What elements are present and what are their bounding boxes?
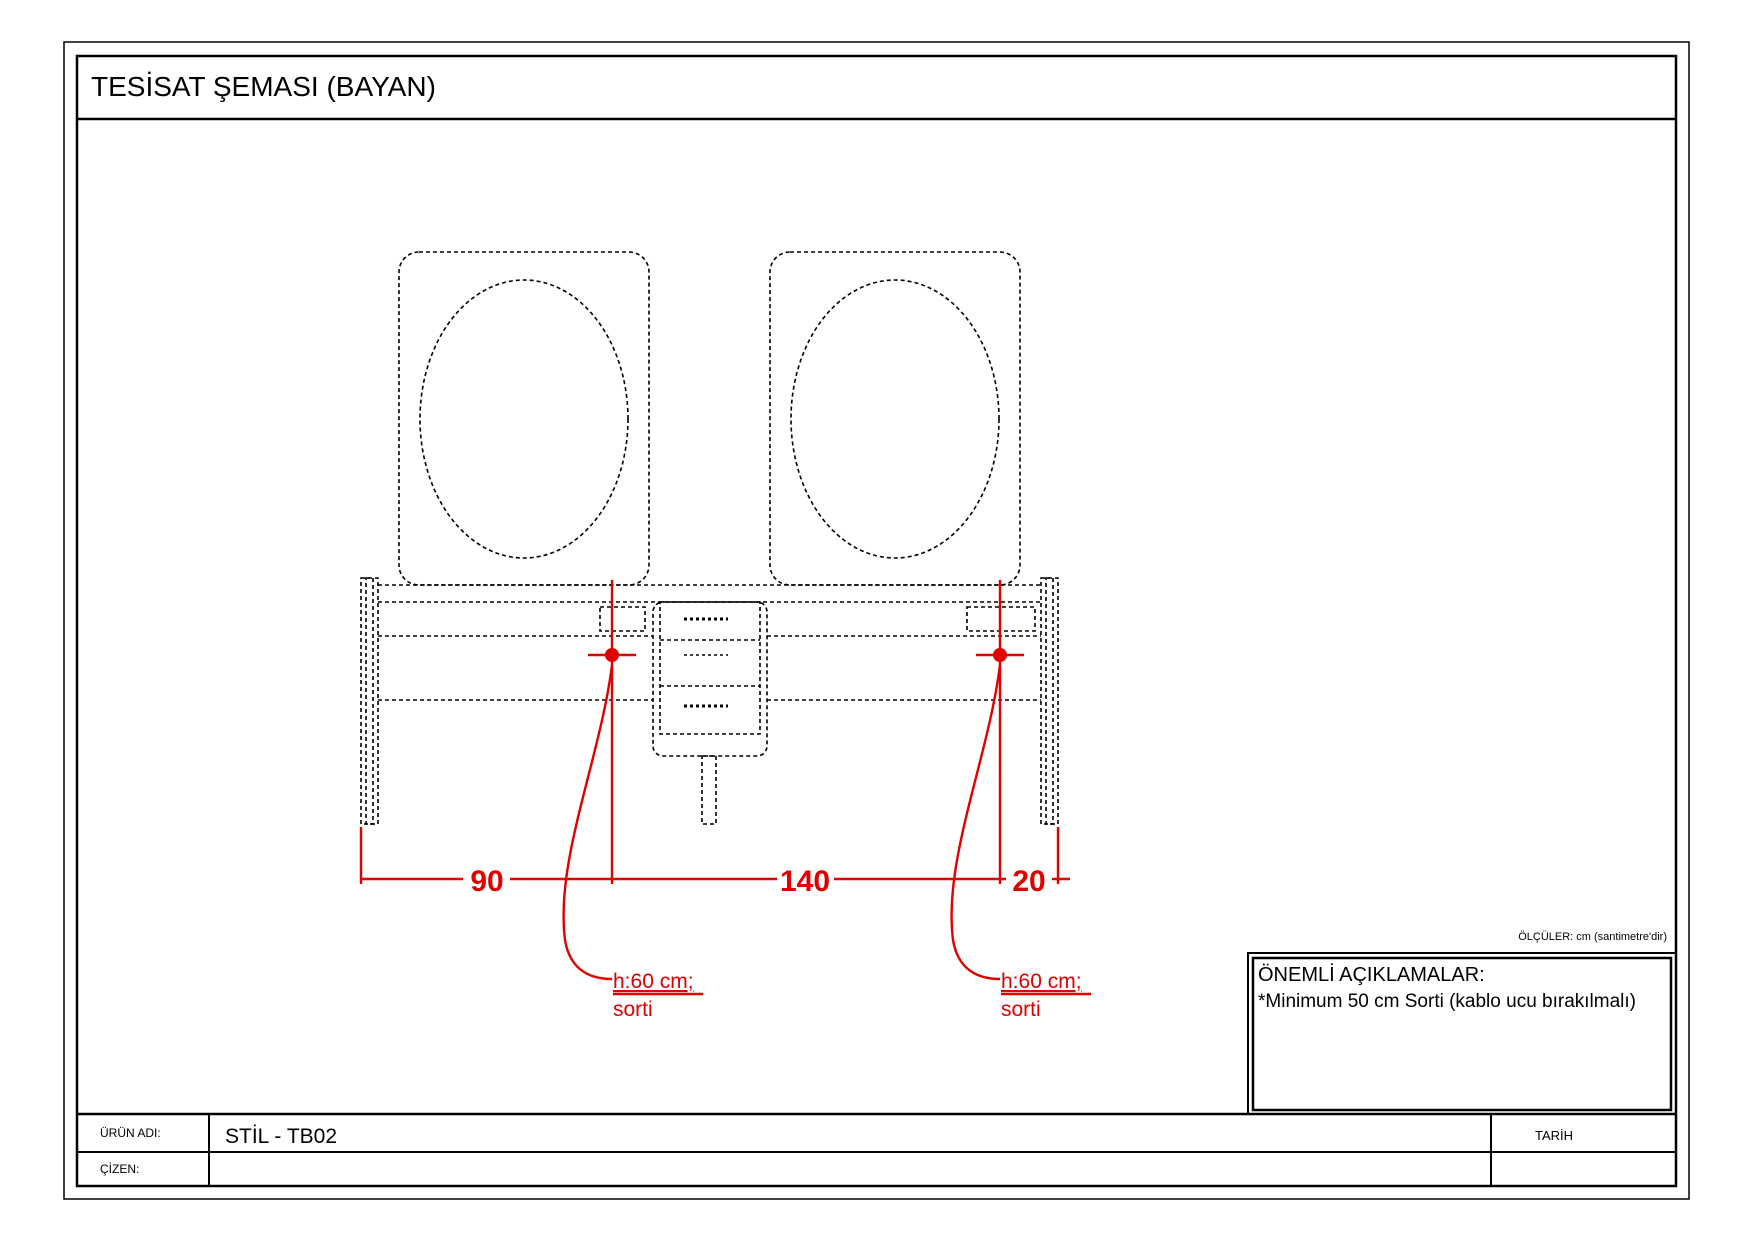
notes-box-inner bbox=[1251, 956, 1673, 1112]
notes-line: *Minimum 50 cm Sorti (kablo ucu bırakılm… bbox=[1258, 991, 1636, 1012]
dimension-140: 140 bbox=[780, 865, 830, 898]
dimension-20: 20 bbox=[1012, 865, 1045, 898]
outlet-marker-right bbox=[950, 580, 1024, 981]
mirror-left bbox=[398, 251, 650, 586]
center-leg bbox=[701, 755, 717, 825]
dimension-line bbox=[359, 827, 1070, 884]
drawn-by-label: ÇİZEN: bbox=[100, 1162, 139, 1176]
outlet-height-label: h:60 cm; bbox=[1001, 970, 1082, 993]
dimension-90: 90 bbox=[470, 865, 503, 898]
units-note: ÖLÇÜLER: cm (santimetre'dir) bbox=[1518, 931, 1667, 943]
product-name-label: ÜRÜN ADI: bbox=[100, 1126, 161, 1140]
mirror-right bbox=[769, 251, 1021, 586]
notes-box bbox=[1247, 952, 1677, 1115]
dressing-table bbox=[360, 577, 1059, 825]
sheet-title: TESİSAT ŞEMASI (BAYAN) bbox=[91, 71, 436, 102]
table-leg-right bbox=[1040, 577, 1059, 825]
outer-border bbox=[63, 41, 1690, 1200]
date-label: TARİH bbox=[1535, 1128, 1573, 1143]
inner-border bbox=[75, 54, 1678, 1188]
outlet-type-label: sorti bbox=[613, 998, 653, 1021]
drawer-unit bbox=[652, 601, 768, 757]
outlet-marker-left bbox=[562, 580, 636, 981]
notes-heading: ÖNEMLİ AÇIKLAMALAR: bbox=[1258, 963, 1485, 986]
outlet-type-label: sorti bbox=[1001, 998, 1041, 1021]
outlet-height-label: h:60 cm; bbox=[613, 970, 694, 993]
table-leg-left bbox=[360, 577, 379, 825]
outlet-symbol-left bbox=[599, 606, 646, 632]
product-name-value: STİL - TB02 bbox=[225, 1125, 337, 1148]
